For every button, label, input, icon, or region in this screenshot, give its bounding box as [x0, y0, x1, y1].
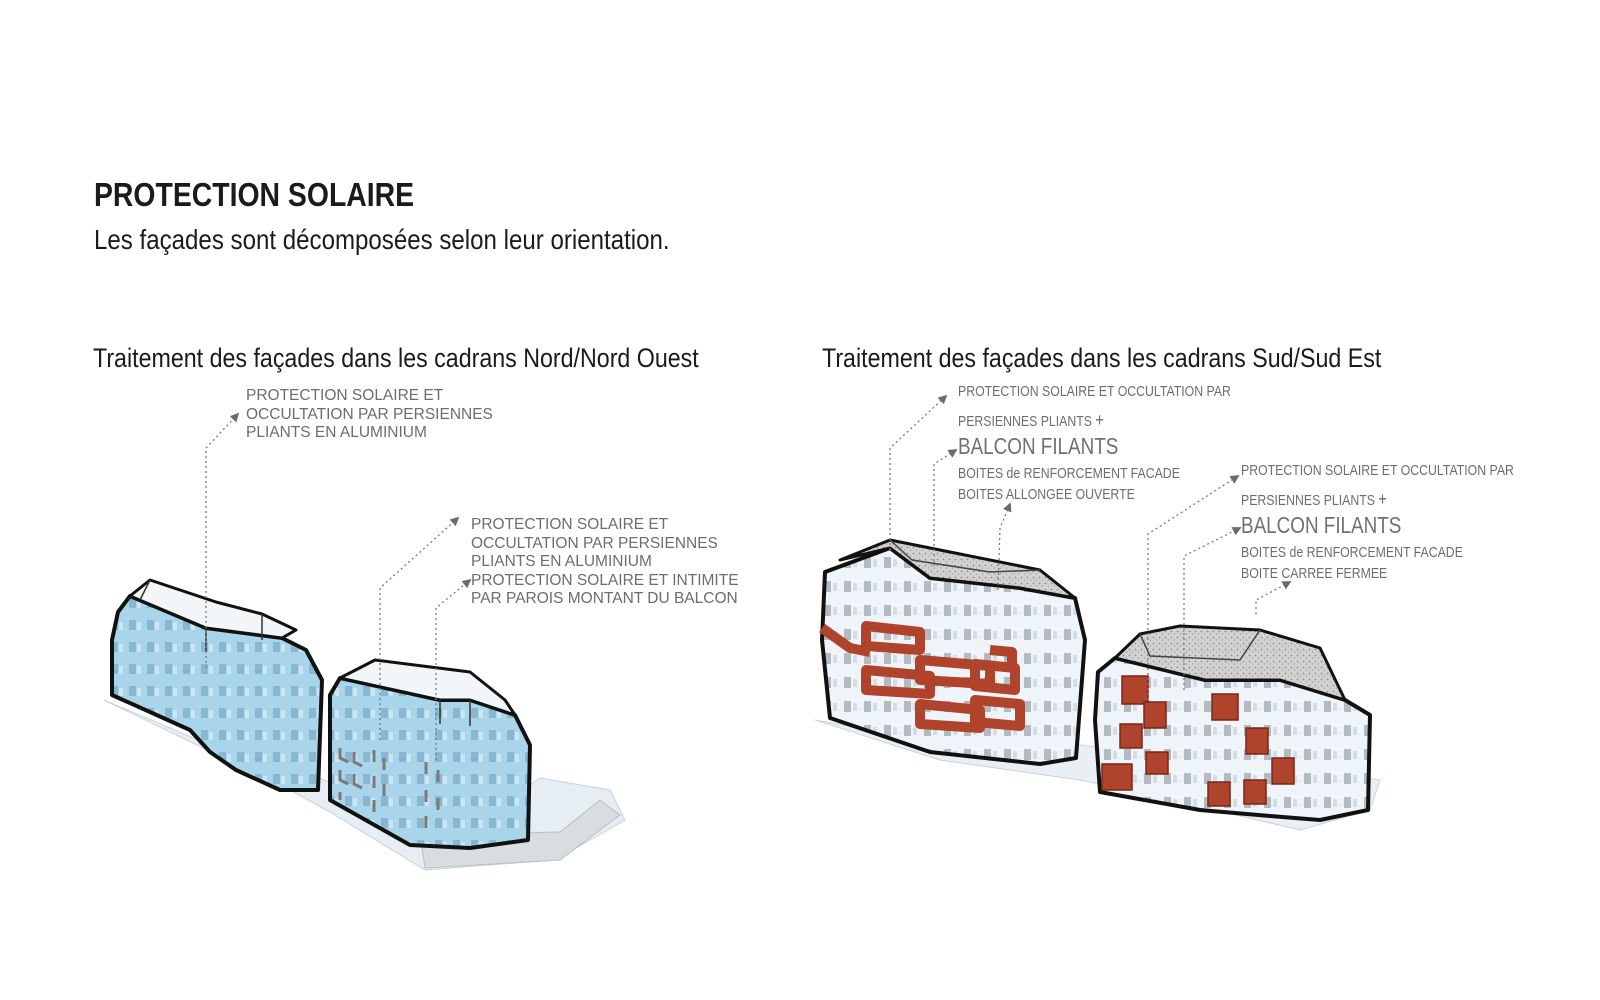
leader-line	[205, 412, 240, 668]
balcony-box-square	[1101, 763, 1133, 791]
leader-line	[1255, 581, 1292, 614]
annotation-line: PLIANTS EN ALUMINIUM	[246, 424, 427, 441]
annotation-line: PROTECTION SOLAIRE ET INTIMITE	[471, 571, 739, 589]
page-subtitle: Les façades sont décomposées selon leur …	[94, 224, 670, 255]
page-title: PROTECTION SOLAIRE	[94, 176, 415, 213]
annotation-south-b2-balcon: BALCON FILANTS	[1241, 512, 1402, 538]
leader-line	[1147, 475, 1240, 700]
building-south-b-roof	[1113, 624, 1347, 702]
annotation-north-building-2: PROTECTION SOLAIRE ET OCCULTATION PAR PE…	[471, 516, 739, 609]
annotation-line: PROTECTION SOLAIRE ET	[246, 387, 444, 404]
balcony-wall-mark	[424, 762, 440, 828]
balcony-boxes-elongated	[819, 621, 1025, 733]
leader-line	[997, 502, 1012, 591]
building-north-b-roof-edge	[439, 700, 471, 726]
building-south-a-roof	[838, 538, 1077, 600]
south-buildings	[814, 394, 1381, 831]
annotation-north-building-1: PROTECTION SOLAIRE ET OCCULTATION PAR PE…	[246, 387, 493, 443]
leader-line	[379, 516, 460, 740]
annotation-south-b2-line2: PERSIENNES PLIANTS+	[1241, 489, 1387, 510]
building-south-b-roof-ridge	[1139, 629, 1261, 661]
annotation-south-b1-line1: PROTECTION SOLAIRE ET OCCULTATION PAR	[958, 383, 1231, 400]
balcony-box	[970, 695, 1025, 731]
leader-line	[435, 578, 472, 760]
annotation-south-b1-balcon: BALCON FILANTS	[958, 433, 1119, 459]
north-buildings	[103, 412, 626, 871]
balcony-box	[970, 659, 1020, 695]
annotation-line: PROTECTION SOLAIRE ET	[471, 516, 669, 533]
annotation-line: OCCULTATION PAR PERSIENNES	[471, 534, 718, 552]
annotation-line: PAR PAROIS MONTANT DU BALCON	[471, 590, 738, 607]
leader-line	[933, 449, 958, 566]
plus-icon: +	[1378, 489, 1387, 509]
balcony-box-square	[1245, 727, 1269, 755]
building-north-b-roof	[338, 658, 517, 717]
annotation-south-b2-line3: BOITES de RENFORCEMENT FACADE	[1241, 544, 1463, 561]
annotation-south-b2-line1: PROTECTION SOLAIRE ET OCCULTATION PAR	[1241, 462, 1514, 479]
balcony-box	[989, 645, 1017, 668]
annotation-south-b1-line2: PERSIENNES PLIANTS+	[958, 410, 1104, 431]
balcony-walls	[338, 748, 440, 828]
balcony-box	[915, 699, 985, 733]
building-north-a-roof	[128, 578, 298, 640]
building-south-a-roof-ridge	[889, 539, 1041, 573]
leader-lines-south	[889, 394, 1292, 700]
balcony-box-square	[1119, 723, 1143, 749]
balcony-box-square	[1271, 757, 1295, 785]
leader-line	[1183, 527, 1242, 690]
balcony-box-square	[1207, 781, 1231, 807]
balcony-box	[819, 623, 871, 657]
balcony-box-square	[1243, 779, 1267, 805]
balcony-box-square	[1121, 675, 1149, 705]
annotation-text: PERSIENNES PLIANTS	[958, 413, 1092, 430]
balcony-wall-mark	[338, 748, 349, 800]
balcony-boxes-square	[1101, 675, 1295, 807]
annotation-south-b1-line4: BOITES ALLONGEE OUVERTE	[958, 486, 1135, 503]
annotation-south-b1-line3: BOITES de RENFORCEMENT FACADE	[958, 465, 1180, 482]
annotation-line: PLIANTS EN ALUMINIUM	[471, 553, 652, 570]
balcony-box-square	[1143, 701, 1167, 729]
balcony-box	[861, 665, 935, 699]
balcony-box	[861, 621, 925, 655]
panel-title-south: Traitement des façades dans les cadrans …	[822, 343, 1382, 373]
annotation-text: PERSIENNES PLIANTS	[1241, 492, 1375, 509]
panel-title-north: Traitement des façades dans les cadrans …	[93, 343, 699, 373]
balcony-wall-mark	[352, 752, 363, 790]
plus-icon: +	[1095, 410, 1104, 430]
leader-line	[889, 394, 948, 550]
leader-lines-north	[205, 412, 472, 760]
balcony-wall-mark	[372, 750, 386, 812]
annotation-line: OCCULTATION PAR PERSIENNES	[246, 405, 493, 423]
balcony-box-square	[1211, 693, 1239, 721]
annotation-south-b2-line4: BOITE CARREE FERMEE	[1241, 565, 1388, 582]
balcony-box-square	[1145, 751, 1169, 775]
